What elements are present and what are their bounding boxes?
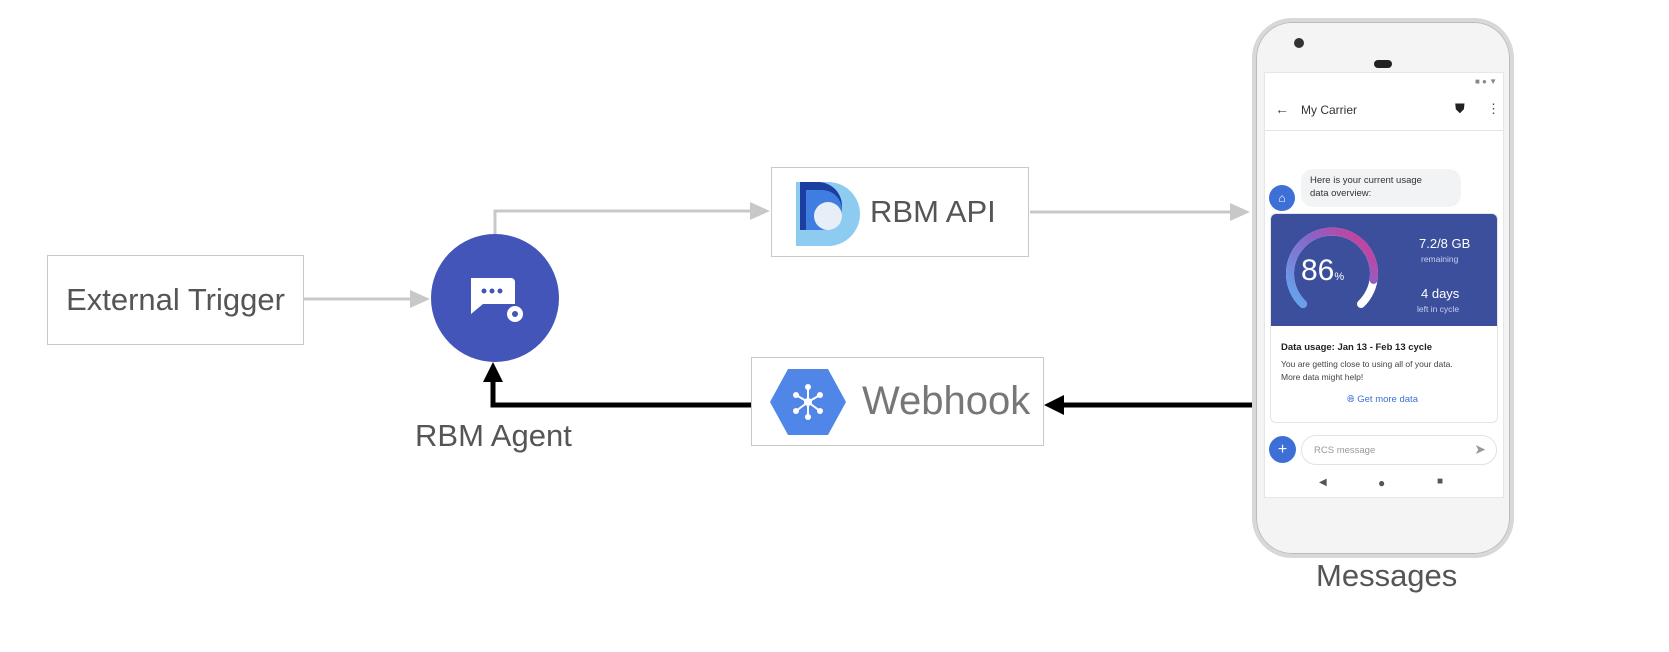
- card-body-1: You are getting close to using all of yo…: [1281, 359, 1453, 369]
- message-bubble: Here is your current usage data overview…: [1301, 169, 1461, 207]
- bubble-line-1: Here is your current usage: [1310, 175, 1422, 186]
- remaining-value: 7.2/8 GB: [1419, 236, 1471, 251]
- status-icons: ■ ● ▼: [1474, 77, 1497, 86]
- webhook-label: Webhook: [862, 379, 1031, 423]
- phone-mockup: ■ ● ▼ ← My Carrier ⛊ ⋮ ⌂ Here is your cu…: [1252, 18, 1514, 558]
- usage-percent: 86%: [1301, 254, 1344, 288]
- days-label: left in cycle: [1417, 304, 1460, 314]
- header-title: My Carrier: [1301, 103, 1357, 117]
- gauge-fill: [1286, 227, 1378, 308]
- rbm-api-label: RBM API: [870, 194, 996, 229]
- external-trigger-box: External Trigger: [47, 255, 304, 345]
- percent-sign: %: [1334, 271, 1345, 283]
- send-icon[interactable]: ➤: [1474, 441, 1486, 457]
- nav-home-icon[interactable]: ●: [1378, 476, 1386, 490]
- external-trigger-label: External Trigger: [66, 282, 285, 317]
- trigger-to-agent-arrow: [304, 290, 430, 308]
- card-body-2: More data might help!: [1281, 372, 1364, 382]
- nav-recents-icon[interactable]: ■: [1437, 476, 1444, 487]
- phone-to-webhook-arrow: [1044, 395, 1252, 415]
- usage-gauge: [1286, 227, 1378, 308]
- rbm-api-box: RBM API: [771, 167, 1029, 257]
- get-more-data-button[interactable]: 🌐︎ Get more data: [1347, 394, 1418, 405]
- compose-input[interactable]: RCS message ➤: [1301, 435, 1497, 465]
- usage-banner: 86% 7.2/8 GB remaining 4 days left in cy…: [1271, 214, 1497, 326]
- messages-label: Messages: [1316, 558, 1458, 593]
- back-arrow-icon[interactable]: ←: [1275, 101, 1289, 117]
- app-header: ← My Carrier ⛊ ⋮: [1265, 91, 1503, 131]
- nav-back-icon[interactable]: ◀: [1319, 477, 1327, 488]
- webhook-box: Webhook: [751, 357, 1044, 446]
- globe-icon: 🌐︎: [1347, 394, 1355, 405]
- chat-settings-icon: [471, 278, 523, 322]
- phone-screen: ■ ● ▼ ← My Carrier ⛊ ⋮ ⌂ Here is your cu…: [1264, 72, 1504, 498]
- more-menu-icon[interactable]: ⋮: [1487, 101, 1500, 116]
- agent-to-api-arrow: [493, 202, 770, 234]
- add-attachment-button[interactable]: +: [1269, 436, 1296, 463]
- verified-shield-icon: ⛊: [1455, 101, 1465, 116]
- rbm-agent-label: RBM Agent: [415, 418, 572, 453]
- api-to-phone-arrow: [1030, 203, 1250, 221]
- usage-card: 86% 7.2/8 GB remaining 4 days left in cy…: [1270, 213, 1498, 423]
- webhook-hexagon-icon: [770, 368, 846, 435]
- card-title: Data usage: Jan 13 - Feb 13 cycle: [1281, 342, 1433, 353]
- get-more-data-label: Get more data: [1357, 394, 1418, 405]
- carrier-avatar: ⌂: [1269, 185, 1295, 211]
- webhook-to-agent-arrow: [483, 362, 751, 408]
- rbm-api-logo-icon: [796, 182, 860, 246]
- front-camera: [1294, 38, 1304, 48]
- remaining-label: remaining: [1421, 254, 1459, 264]
- rbm-agent-node: [431, 234, 559, 362]
- speaker: [1374, 60, 1392, 68]
- usage-percent-value: 86: [1301, 254, 1335, 287]
- days-value: 4 days: [1421, 286, 1460, 301]
- bubble-line-2: data overview:: [1310, 188, 1372, 199]
- compose-placeholder: RCS message: [1314, 445, 1376, 456]
